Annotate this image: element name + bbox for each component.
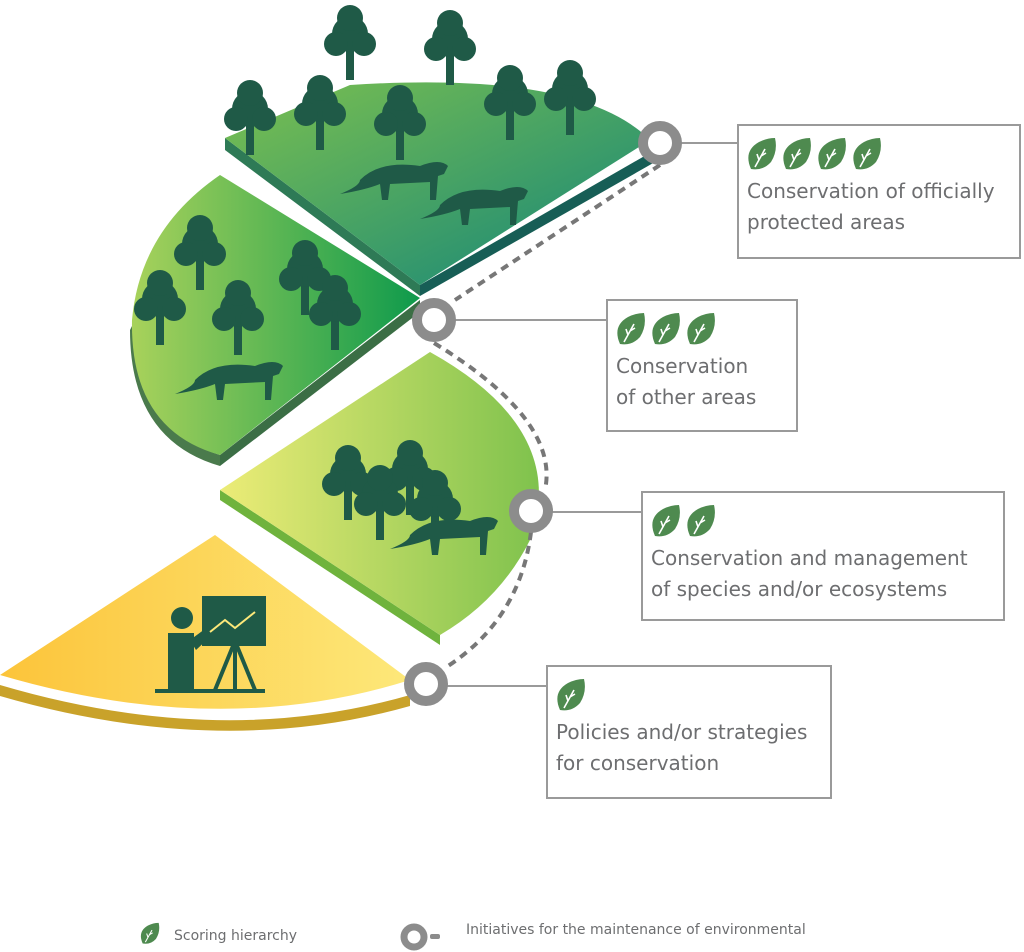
level-label: protected areas (747, 210, 906, 234)
score-leaves (651, 503, 995, 539)
level-label: of species and/or ecosystems (651, 577, 948, 601)
level-label: Conservation and management (651, 546, 968, 570)
leaf-icon (617, 313, 645, 345)
legend-ring-icon (400, 923, 440, 951)
leaf-icon (652, 505, 680, 537)
leaf-icon (557, 679, 585, 711)
level-box-protected-areas: Conservation of officially protected area… (737, 124, 1021, 259)
leaf-icon (853, 138, 881, 170)
ring-marker-2 (412, 298, 456, 342)
score-leaves (556, 677, 822, 713)
legend-leaf-icon (140, 922, 160, 949)
legend-label: Initiatives for the maintenance of envir… (466, 922, 806, 938)
layer-policies (0, 535, 410, 731)
legend-initiatives: Initiatives for the maintenance of envir… (466, 922, 806, 938)
score-leaves (747, 136, 1011, 172)
leaf-icon (687, 313, 715, 345)
leaf-icon (783, 138, 811, 170)
presenter-icon (155, 596, 266, 693)
level-label: Conservation (616, 354, 749, 378)
ring-marker-4 (404, 662, 448, 706)
leaf-icon (687, 505, 715, 537)
layer-other-areas (130, 175, 420, 466)
leaf-icon (140, 922, 160, 944)
level-box-policies: Policies and/or strategies for conservati… (546, 665, 832, 799)
leaf-icon (652, 313, 680, 345)
leaf-icon (818, 138, 846, 170)
connector-lines (447, 142, 737, 687)
level-box-species: Conservation and management of species an… (641, 491, 1005, 621)
legend-label: Scoring hierarchy (174, 927, 298, 944)
level-label: for conservation (556, 751, 720, 775)
layer-protected-areas (224, 5, 655, 296)
ring-marker-1 (638, 121, 682, 165)
layer-species (220, 352, 539, 645)
level-box-other-areas: Conservation of other areas (606, 299, 798, 432)
level-label: of other areas (616, 385, 757, 409)
level-label: Policies and/or strategies (556, 720, 808, 744)
leaf-icon (748, 138, 776, 170)
score-leaves (616, 311, 788, 347)
legend-scoring: Scoring hierarchy (140, 922, 297, 949)
dashed-connector (432, 163, 662, 670)
ring-marker-3 (509, 489, 553, 533)
level-label: Conservation of officially (747, 179, 995, 203)
